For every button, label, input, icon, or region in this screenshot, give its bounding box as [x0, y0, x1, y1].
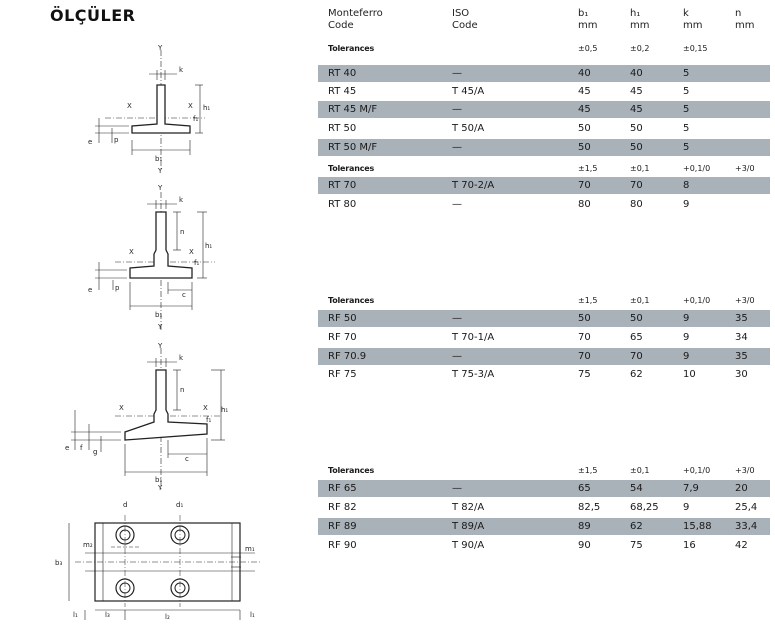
- label-b1: b₁: [155, 311, 162, 319]
- label-x: X: [119, 404, 124, 412]
- label-y: Y: [157, 323, 163, 331]
- label-e: e: [65, 444, 69, 452]
- label-f: f: [80, 444, 83, 452]
- label-y: Y: [157, 44, 163, 52]
- label-l1: l₁: [250, 611, 255, 619]
- label-x: X: [188, 102, 193, 110]
- label-f1: f₁: [193, 115, 198, 123]
- label-x: X: [189, 248, 194, 256]
- page-title: ÖLÇÜLER: [50, 6, 136, 25]
- label-x: X: [203, 404, 208, 412]
- label-f1: f₁: [206, 416, 211, 424]
- label-y: Y: [157, 184, 163, 192]
- label-e: e: [88, 138, 92, 146]
- label-g: g: [93, 448, 97, 456]
- profile-drawing-rf: Y k n X X h₁ f₁ e f g c b₁ Y: [65, 342, 228, 492]
- label-n: n: [180, 386, 184, 394]
- label-l2: l₂: [165, 613, 170, 621]
- label-m2: m₂: [83, 541, 93, 549]
- label-y: Y: [157, 167, 163, 175]
- tolerance-row: Tolerances ±1,5 ±0,1 +0,1/0 +3/0: [328, 296, 755, 305]
- profile-drawing-rt-small: Y k X X h₁ f₁ e p b₁ Y: [88, 44, 210, 175]
- tolerance-row: Tolerances ±1,5 ±0,1 +0,1/0 +3/0: [328, 164, 755, 173]
- label-m1: m₁: [245, 545, 255, 553]
- label-e: e: [88, 286, 92, 294]
- label-l3: l₃: [105, 611, 110, 619]
- label-p: p: [115, 284, 120, 292]
- label-h1: h₁: [221, 406, 228, 414]
- tolerance-row: Tolerances ±0,5 ±0,2 ±0,15: [328, 44, 708, 53]
- label-n: n: [180, 228, 184, 236]
- label-x: X: [129, 248, 134, 256]
- label-c: c: [185, 455, 189, 463]
- fishplate-drawing: d d₁ m₂ m₁ b₃ l₁ l₃ l₂ l₁: [55, 501, 260, 621]
- label-l1: l₁: [73, 611, 78, 619]
- label-b3: b₃: [55, 559, 62, 567]
- label-h1: h₁: [205, 242, 212, 250]
- label-k: k: [179, 354, 184, 362]
- label-h1: h₁: [203, 104, 210, 112]
- tolerance-row: Tolerances ±1,5 ±0,1 +0,1/0 +3/0: [328, 466, 755, 475]
- profile-drawings: Y k X X h₁ f₁ e p b₁ Y: [55, 40, 285, 621]
- label-d1: d₁: [176, 501, 183, 509]
- label-y: Y: [157, 342, 163, 350]
- label-b1: b₁: [155, 155, 162, 163]
- profile-drawing-rt-large: Y k n X X h₁ f₁ e p c b₁ Y: [88, 184, 215, 331]
- label-c: c: [182, 291, 186, 299]
- label-p: p: [114, 136, 119, 144]
- label-f1: f₁: [194, 259, 199, 267]
- label-d: d: [123, 501, 127, 509]
- label-k: k: [179, 66, 184, 74]
- label-y: Y: [157, 484, 163, 492]
- label-x: X: [127, 102, 132, 110]
- label-b1: b₁: [155, 476, 162, 484]
- label-k: k: [179, 196, 184, 204]
